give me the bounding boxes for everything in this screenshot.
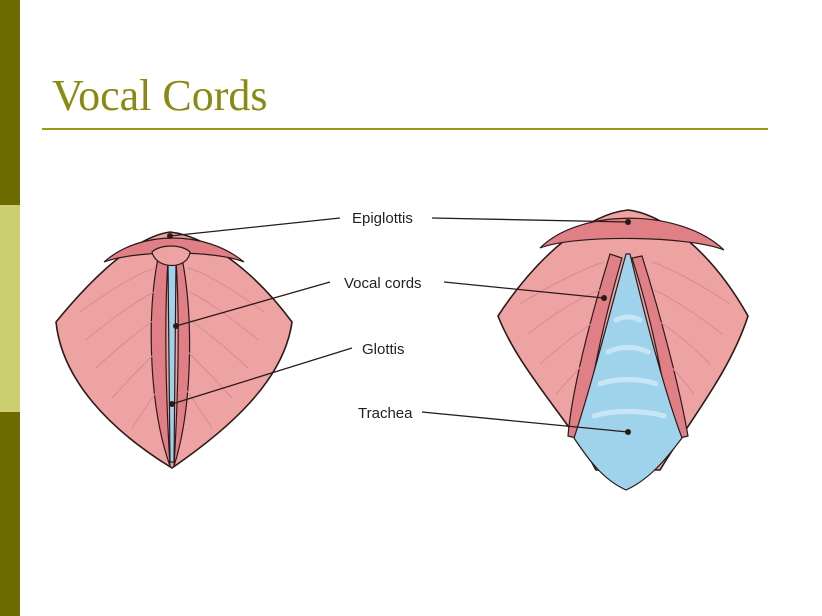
left-fold-left xyxy=(150,257,171,467)
dot-glottis xyxy=(169,401,175,407)
left-muscle-striations xyxy=(79,267,265,429)
label-epiglottis: Epiglottis xyxy=(352,210,413,227)
label-glottis: Glottis xyxy=(362,341,405,358)
closed-larynx-illustration xyxy=(55,231,293,469)
sidebar-dark-segment-lower xyxy=(0,412,20,616)
leader-trachea xyxy=(421,411,629,433)
right-epiglottis xyxy=(539,217,725,251)
right-muscle-striations xyxy=(519,261,731,395)
leader-epiglottis-right xyxy=(431,217,629,223)
right-trachea-opening xyxy=(573,253,683,491)
label-leader-lines xyxy=(169,217,629,433)
dot-vocal-cords-right xyxy=(601,295,607,301)
left-fold-right xyxy=(173,257,191,467)
leader-epiglottis-left xyxy=(169,217,341,237)
label-trachea: Trachea xyxy=(358,405,413,422)
sidebar-dark-segment xyxy=(0,0,20,205)
leader-vocal-cords-left xyxy=(175,281,331,327)
dot-epiglottis-left xyxy=(167,233,173,239)
title-underline xyxy=(42,128,768,130)
label-vocal-cords: Vocal cords xyxy=(344,275,422,292)
slide-title: Vocal Cords xyxy=(52,71,268,120)
leader-glottis xyxy=(171,347,353,405)
left-tubercle xyxy=(151,245,191,266)
label-anchor-dots xyxy=(167,219,631,435)
dot-trachea xyxy=(625,429,631,435)
trachea-rings xyxy=(591,314,667,419)
dot-epiglottis-right xyxy=(625,219,631,225)
dot-vocal-cords-left xyxy=(173,323,179,329)
leader-vocal-cords-right xyxy=(443,281,605,299)
left-glottis-slit xyxy=(167,261,177,463)
open-larynx-illustration xyxy=(497,209,749,491)
sidebar-light-segment xyxy=(0,205,20,412)
